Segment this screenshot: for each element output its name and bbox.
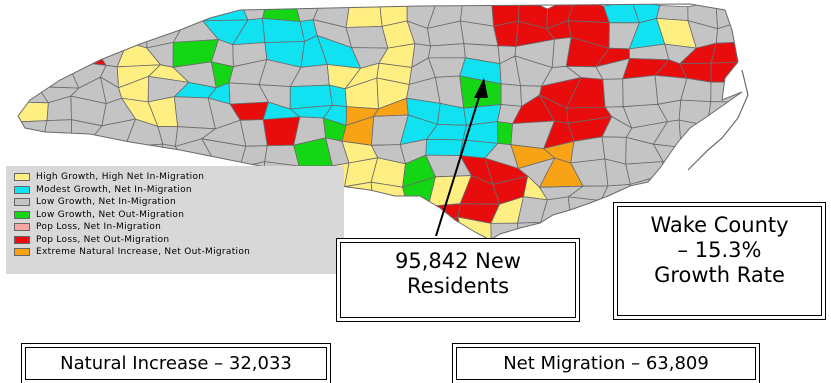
county (370, 194, 417, 224)
county (345, 4, 383, 28)
county (710, 61, 742, 83)
county (126, 23, 149, 49)
county (603, 4, 640, 24)
county (369, 221, 417, 240)
legend-swatch-low-growth-out (14, 210, 30, 219)
new-residents-callout: 95,842 New Residents (340, 242, 576, 318)
county (350, 214, 380, 240)
county (570, 222, 606, 240)
county (42, 14, 69, 50)
county (41, 134, 73, 170)
county (89, 139, 126, 163)
legend-label: Pop Loss, Net In-Migration (36, 222, 162, 233)
legend-item: Pop Loss, Net In-Migration (14, 221, 344, 234)
natural-increase-box: Natural Increase – 32,033 (25, 347, 327, 380)
map-legend: High Growth, High Net In-Migration Modes… (6, 166, 344, 274)
county (567, 196, 606, 226)
county (146, 4, 190, 25)
legend-swatch-modest-growth (14, 185, 30, 194)
county (649, 175, 681, 207)
legend-item: High Growth, High Net In-Migration (14, 171, 344, 184)
county (345, 25, 389, 49)
county (706, 121, 742, 145)
legend-item: Low Growth, Net In-Migration (14, 196, 344, 209)
county (711, 161, 742, 183)
county (18, 141, 43, 170)
county (66, 46, 108, 66)
legend-swatch-pop-loss-in (14, 223, 30, 232)
county (679, 166, 722, 182)
county (497, 121, 514, 146)
legend-swatch-extreme-natural (14, 248, 30, 257)
new-residents-line-1: 95,842 New (395, 249, 521, 273)
county (406, 203, 438, 226)
wake-county-line-1: Wake County (650, 213, 789, 237)
county (18, 14, 48, 45)
county (261, 4, 301, 22)
legend-item: Modest Growth, Net In-Migration (14, 184, 344, 197)
county (115, 143, 164, 167)
county (500, 83, 523, 107)
state-outline (17, 3, 743, 241)
county (71, 135, 106, 164)
county (289, 84, 333, 110)
county (706, 101, 742, 127)
new-residents-line-2: Residents (406, 274, 510, 299)
county (710, 141, 742, 170)
county (18, 41, 44, 65)
legend-item: Low Growth, Net Out-Migration (14, 209, 344, 222)
wake-county-line-3: Growth Rate (654, 263, 785, 288)
net-migration-text: Net Migration – 63,809 (503, 353, 709, 374)
county (262, 17, 305, 44)
county (678, 177, 722, 205)
wake-county-line-2: – 15.3% (677, 238, 762, 263)
county (680, 143, 713, 169)
county (602, 78, 624, 108)
legend-swatch-high-growth (14, 173, 30, 182)
county (493, 20, 519, 47)
legend-label: High Growth, High Net In-Migration (36, 172, 205, 183)
county (40, 43, 68, 65)
county (18, 4, 48, 23)
county (61, 4, 99, 24)
county (622, 74, 659, 108)
legend-item: Pop Loss, Net Out-Migration (14, 234, 344, 247)
legend-label: Low Growth, Net In-Migration (36, 197, 176, 208)
county (181, 4, 212, 22)
outer-banks (687, 69, 749, 171)
county (406, 221, 438, 240)
county (567, 4, 610, 24)
legend-label: Low Growth, Net Out-Migration (36, 209, 185, 220)
legend-swatch-low-growth-in (14, 198, 30, 207)
legend-item: Extreme Natural Increase, Net Out-Migrat… (14, 246, 344, 259)
county (18, 101, 49, 123)
legend-label: Modest Growth, Net In-Migration (36, 184, 192, 195)
arrow-head (474, 78, 488, 98)
wake-county-callout: Wake County – 15.3% Growth Rate (617, 206, 822, 316)
county (93, 22, 134, 48)
arrow-line (435, 93, 481, 237)
county (427, 43, 466, 59)
county (328, 84, 348, 108)
legend-label: Extreme Natural Increase, Net Out-Migrat… (36, 247, 251, 258)
net-migration-box: Net Migration – 63,809 (456, 347, 756, 380)
legend-swatch-pop-loss-out (14, 235, 30, 244)
county (125, 4, 155, 26)
county (96, 4, 134, 26)
county (18, 120, 48, 146)
county (710, 41, 742, 64)
county (570, 136, 606, 164)
county (343, 194, 373, 225)
county (41, 4, 71, 23)
natural-increase-text: Natural Increase – 32,033 (60, 353, 292, 374)
legend-label: Pop Loss, Net Out-Migration (36, 234, 170, 245)
county (718, 177, 742, 203)
county (61, 21, 98, 50)
county (425, 138, 464, 157)
county (18, 61, 42, 88)
